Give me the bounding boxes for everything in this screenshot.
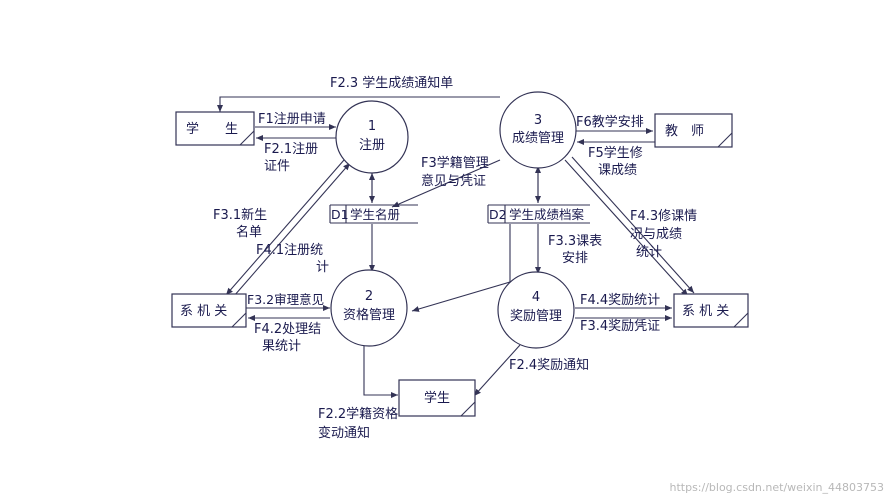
entity-dept-left: 系 机 关 (171, 293, 247, 328)
entity-student-bottom: 学生 (398, 379, 476, 417)
flow-label-f43-line1: F4.3修课情 (630, 209, 697, 224)
process-3-name: 成绩管理 (512, 131, 564, 146)
flow-label-f22-line1: F2.2学籍资格 (318, 406, 398, 422)
process-2-name: 资格管理 (343, 307, 395, 323)
process-3: 3 成绩管理 (499, 91, 577, 169)
flow-line-f23 (217, 96, 500, 112)
entity-teacher: 教 师 (654, 113, 733, 148)
entity-dept-right-label: 系 机 关 (682, 304, 729, 319)
flow-lines (217, 96, 695, 398)
flow-label-f42-line1: F4.2处理结 (254, 322, 321, 337)
flow-label-f33-line1: F3.3课表 (548, 234, 602, 249)
flow-label-f41-line1: F4.1注册统 (256, 243, 323, 258)
flow-label-f1: F1注册申请 (258, 112, 326, 127)
datastore-d2-name: 学生成绩档案 (509, 207, 585, 222)
flow-label-f21-line2: 证件 (264, 159, 290, 174)
entity-student-bottom-label: 学生 (424, 390, 450, 406)
datastore-d1: D1 学生名册 (329, 204, 418, 224)
flow-label-f34: F3.4奖励凭证 (580, 319, 660, 334)
flow-line-f41 (233, 162, 351, 297)
process-4-number: 4 (532, 290, 540, 305)
flow-label-f31-line1: F3.1新生 (213, 207, 267, 223)
flow-label-f6: F6教学安排 (576, 114, 644, 130)
flow-label-f32: F3.2审理意见 (247, 292, 324, 307)
entity-student-top: 学 生 (175, 111, 255, 146)
process-1-number: 1 (368, 119, 376, 134)
flow-label-f3-line1: F3学籍管理 (421, 155, 489, 171)
flow-label-f5-line2: 课成绩 (598, 163, 637, 178)
process-3-number: 3 (534, 113, 542, 128)
flow-label-f43-line2: 况与成绩 (630, 227, 682, 242)
entity-teacher-label: 教 师 (665, 123, 704, 139)
flow-line-f43a (564, 159, 689, 297)
flow-label-f33-line2: 安排 (562, 251, 588, 266)
process-4-name: 奖励管理 (510, 309, 562, 324)
flow-line-f43b (571, 156, 695, 294)
process-2: 2 资格管理 (330, 269, 408, 347)
datastore-d2-id: D2 (489, 207, 507, 222)
process-1: 1 注册 (335, 100, 409, 174)
watermark-text: https://blog.csdn.net/weixin_44803753 (669, 481, 884, 494)
entity-student-top-label: 学 生 (186, 121, 238, 137)
flow-label-f43-line3: 统计 (636, 245, 662, 260)
flow-label-f5-line1: F5学生修 (588, 145, 643, 161)
process-2-number: 2 (365, 289, 373, 304)
flow-label-f23: F2.3 学生成绩通知单 (330, 75, 453, 91)
flow-label-f3-line2: 意见与凭证 (421, 173, 486, 189)
datastore-d1-id: D1 (331, 207, 349, 222)
flow-label-f41-line2: 计 (316, 260, 329, 275)
process-1-name: 注册 (359, 138, 385, 153)
datastore-d2: D2 学生成绩档案 (487, 204, 590, 224)
flow-labels: F2.3 学生成绩通知单 F1注册申请 F2.1注册 证件 F3学籍管理 意见与… (213, 75, 697, 441)
process-4: 4 奖励管理 (497, 271, 575, 349)
flow-line-f22 (363, 344, 398, 398)
flow-label-f24: F2.4奖励通知 (509, 357, 589, 373)
flow-label-f21-line1: F2.1注册 (264, 142, 318, 157)
flow-line-d2-p2 (411, 224, 511, 312)
entity-dept-right: 系 机 关 (673, 293, 749, 328)
flow-label-f42-line2: 果统计 (262, 339, 301, 354)
flow-line-f3 (391, 159, 501, 208)
entity-dept-left-label: 系 机 关 (180, 304, 227, 319)
flow-label-f22-line2: 变动通知 (318, 425, 370, 441)
flow-label-f31-line2: 名单 (236, 224, 262, 240)
flow-label-f44: F4.4奖励统计 (580, 293, 660, 308)
datastore-d1-name: 学生名册 (350, 207, 400, 222)
flow-line-f31 (225, 159, 345, 296)
flow-line-f24 (473, 344, 521, 397)
